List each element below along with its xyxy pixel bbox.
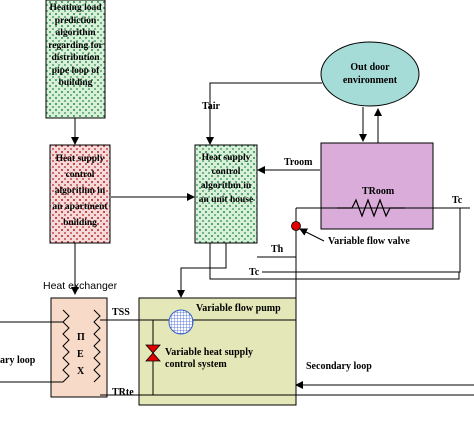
arrow-tair: [206, 82, 322, 145]
heating-load-box: [45, 0, 106, 119]
unit-house-control-box: [194, 144, 258, 244]
tair-label: Tair: [202, 101, 220, 112]
return-pipe-to-unit: [209, 243, 460, 280]
secondary-loop-label: Secondary loop: [306, 361, 372, 372]
unit-house-control-text: Heat supply control algorithm in an unit…: [198, 153, 254, 205]
th-label: Th: [271, 244, 284, 255]
troom-label: Troom: [284, 157, 313, 168]
variable-flow-valve-label: Variable flow valve: [328, 236, 410, 247]
variable-heat-supply-valve-icon: [145, 344, 161, 362]
plant-control-box: [138, 297, 297, 406]
tsre-label: TRte: [112, 387, 134, 398]
hx-letter-1: Π: [77, 332, 85, 343]
return-pipe: [262, 208, 461, 273]
tss-label: TSS: [112, 307, 130, 318]
heating-load-text: Heating load prediction algorithm regard…: [48, 3, 103, 88]
troom-box-label: TRoom: [362, 186, 395, 197]
outdoor-environment: [320, 41, 420, 107]
hx-letter-2: E: [77, 349, 84, 360]
heat-exchanger-box: [50, 297, 108, 398]
valve-pointer: [299, 228, 325, 242]
apartment-control-text: Heat supply control algorithm in an apar…: [52, 154, 108, 228]
heat-exchanger-label: Heat exchanger: [43, 280, 118, 292]
variable-flow-pump-label: Variable flow pump: [196, 303, 281, 314]
arrow-unit-to-plant: [177, 243, 227, 298]
hx-coil-right: [93, 309, 101, 383]
tc-right-label: Tc: [452, 195, 463, 206]
room-box: [320, 142, 434, 230]
apartment-control-box: [49, 144, 111, 244]
variable-flow-valve-icon: [291, 221, 301, 231]
primary-loop-label: ary loop: [0, 355, 36, 366]
outdoor-environment-text: Out door environment: [342, 62, 398, 86]
hx-letter-3: X: [77, 366, 85, 377]
control-system-label: control system: [165, 359, 227, 370]
variable-flow-pump-icon: [168, 309, 194, 335]
tc-bottom-label: Tc: [249, 267, 260, 278]
variable-heat-supply-label: Variable heat supply: [165, 347, 253, 358]
